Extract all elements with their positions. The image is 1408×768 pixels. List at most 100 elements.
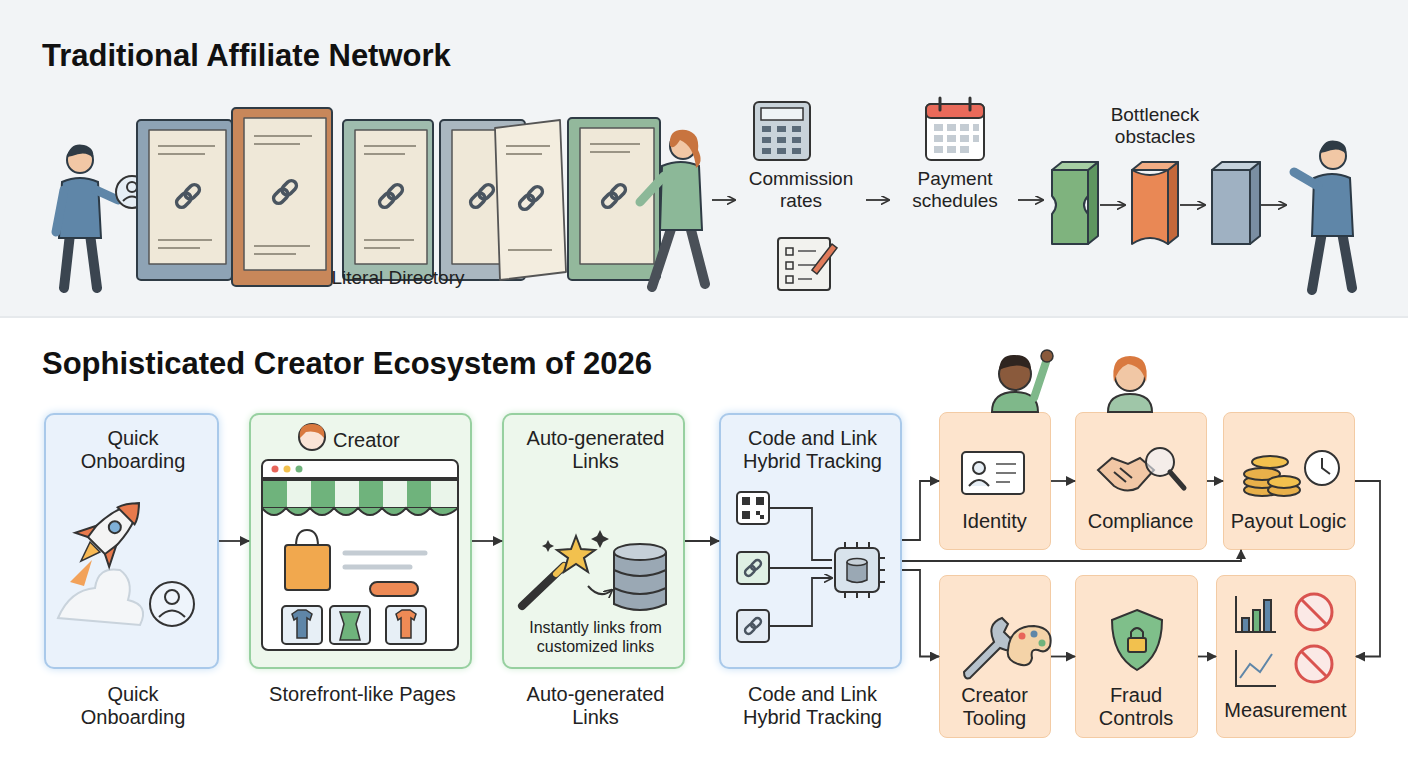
person-figure xyxy=(96,190,118,200)
chart-icon xyxy=(1236,594,1332,686)
node-text: Code and Link Hybrid Tracking xyxy=(726,683,899,729)
node-text: Instantly links from customized links xyxy=(510,618,681,656)
storefront-page xyxy=(370,582,418,596)
directory-book xyxy=(580,128,654,264)
person-figure xyxy=(1034,362,1046,398)
clipboard-icon xyxy=(778,238,837,290)
tracking-icon xyxy=(847,562,867,583)
rocket-icon xyxy=(106,519,123,536)
handshake-icon xyxy=(1114,468,1132,482)
calendar-icon xyxy=(926,98,984,160)
tracking-icon xyxy=(742,511,750,519)
calculator-icon xyxy=(792,137,801,143)
directory-book xyxy=(378,183,405,210)
rocket-icon xyxy=(86,493,149,556)
tracking-icon xyxy=(737,610,769,642)
node-heading: Creator Tooling xyxy=(940,684,1049,730)
calculator-icon xyxy=(762,137,771,143)
annotation-label: Commission rates xyxy=(741,168,861,212)
flow-arrow xyxy=(902,550,1241,561)
node-heading: Measurement xyxy=(1217,699,1354,722)
storefront-page xyxy=(263,481,287,507)
calendar-icon xyxy=(934,124,979,153)
wrench-icon xyxy=(964,618,1051,678)
clipboard-icon xyxy=(786,276,793,283)
shield-icon xyxy=(1112,610,1162,670)
rocket-icon xyxy=(75,519,123,567)
node-heading: Compliance xyxy=(1076,510,1205,533)
wrench-icon xyxy=(1008,626,1051,665)
magic-wand-icon xyxy=(588,586,612,594)
person-figure xyxy=(1312,232,1352,290)
obstacle-block xyxy=(1052,162,1260,244)
directory-book xyxy=(232,108,332,286)
directory-book xyxy=(158,146,215,248)
tracking-icon xyxy=(845,542,885,598)
calculator-icon xyxy=(777,137,786,143)
annotation-label: Payment schedules xyxy=(900,168,1010,212)
coins-icon xyxy=(1244,468,1280,480)
node-text: Storefront-like Pages xyxy=(231,683,494,706)
flow-arrow xyxy=(902,570,939,657)
obstacle-block xyxy=(1168,162,1178,244)
shield-icon xyxy=(1112,610,1162,670)
flow-arrow xyxy=(1180,204,1205,206)
handshake-icon xyxy=(1098,458,1154,491)
person-figure xyxy=(56,145,118,289)
person-figure xyxy=(59,178,101,238)
tracking-icon xyxy=(742,497,764,519)
obstacle-block xyxy=(1132,162,1178,170)
chart-icon xyxy=(1236,650,1276,686)
magic-wand-icon xyxy=(557,536,595,572)
creator-avatar xyxy=(299,424,325,450)
storefront-page xyxy=(330,606,370,644)
handshake-icon xyxy=(1170,472,1184,488)
person-figure xyxy=(1108,394,1152,412)
node-text: Quick Onboarding xyxy=(68,683,198,729)
directory-book xyxy=(590,144,640,152)
calculator-icon xyxy=(754,102,810,160)
storefront-page xyxy=(311,481,335,507)
calendar-icon xyxy=(960,124,969,131)
handshake-icon xyxy=(1098,448,1184,491)
id-card-icon xyxy=(962,452,1024,494)
calendar-icon xyxy=(940,98,970,110)
rocket-icon xyxy=(64,486,156,578)
person-figure xyxy=(1041,350,1053,362)
chart-icon xyxy=(1296,646,1332,682)
annotation-label: Literal Directory xyxy=(288,267,508,289)
person-figure xyxy=(1320,141,1346,155)
storefront-page xyxy=(296,530,318,546)
flow-arrow xyxy=(902,481,939,540)
creator-avatar xyxy=(300,424,325,438)
coins-icon xyxy=(1322,458,1330,474)
tracking-icon xyxy=(760,515,764,519)
clipboard-icon xyxy=(798,251,816,279)
calendar-icon xyxy=(947,124,956,131)
node-heading: Sophisticated Creator Ecosystem of 2026 xyxy=(42,346,942,382)
storefront-page xyxy=(262,508,458,515)
calculator-icon xyxy=(761,108,803,120)
tracking-icon xyxy=(737,492,885,642)
calculator-icon xyxy=(762,148,771,154)
person-figure xyxy=(67,147,93,173)
calendar-icon xyxy=(947,146,956,153)
obstacle-block xyxy=(1052,170,1088,244)
calculator-icon xyxy=(792,126,801,132)
database-icon xyxy=(614,544,666,560)
calculator-icon xyxy=(754,102,810,160)
flow-arrow xyxy=(1051,656,1075,658)
storefront-page xyxy=(407,481,431,507)
directory-book xyxy=(137,108,660,286)
directory-book xyxy=(244,118,326,270)
storefront-page xyxy=(262,477,458,479)
flow-arrow xyxy=(219,540,249,542)
shield-icon xyxy=(1128,638,1146,652)
wrench-icon xyxy=(1039,640,1046,647)
flow-arrow xyxy=(472,540,502,542)
calculator-icon xyxy=(762,126,801,154)
storefront-page xyxy=(296,466,303,473)
directory-book xyxy=(364,146,416,248)
